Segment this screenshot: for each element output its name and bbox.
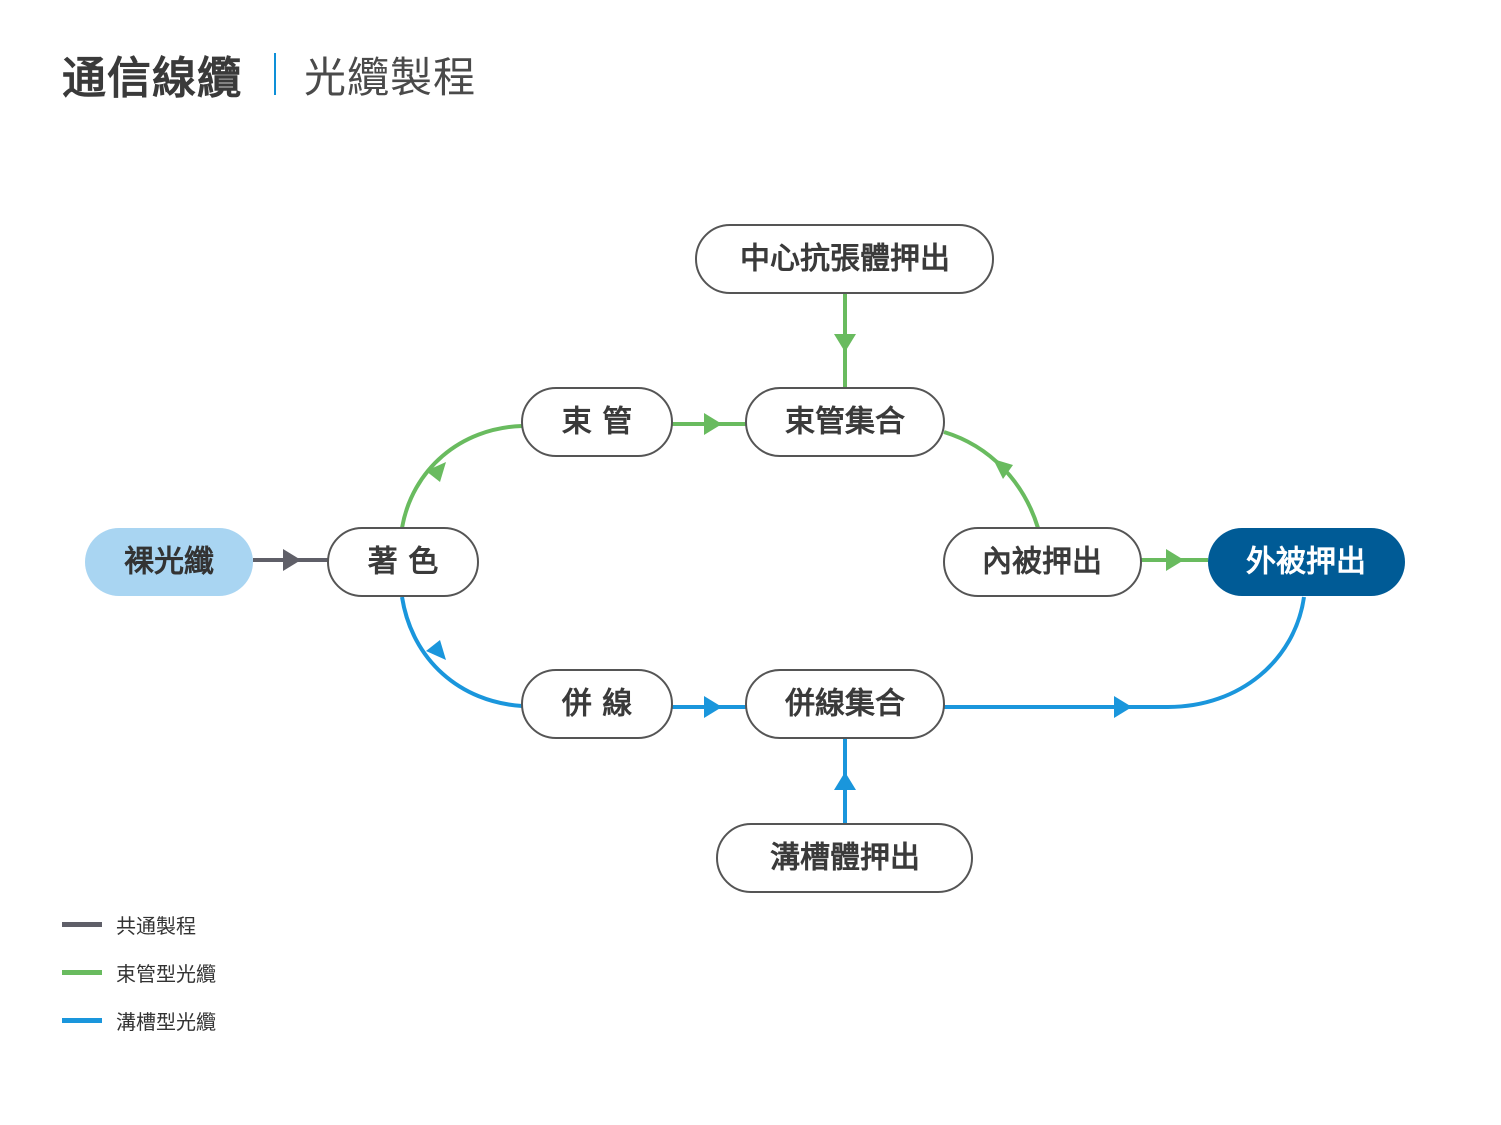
node-label: 束管集合 (785, 405, 905, 440)
node-outer-jacket: 外被押出 (1208, 528, 1405, 596)
node-label: 併 線 (561, 687, 632, 722)
legend-swatch (62, 921, 102, 927)
legend: 共通製程 束管型光纜 溝槽型光纜 (62, 900, 216, 1044)
title-divider (274, 53, 276, 95)
arrow-up-icon (834, 772, 856, 790)
edge-stranding-to-outer (944, 596, 1306, 709)
edge-coloring-to-ribbon (400, 596, 523, 708)
node-label: 束 管 (562, 405, 632, 440)
header: 通信線纜 光纜製程 (62, 44, 477, 105)
arrowheads (283, 334, 1184, 790)
arrow-down-icon (834, 334, 856, 352)
arrow-right-icon (704, 696, 722, 718)
legend-item-bundle: 束管型光纜 (62, 948, 216, 996)
node-bare-fiber: 裸光纖 (85, 528, 253, 596)
edge-coloring-to-tube (400, 424, 523, 529)
node-label: 併線集合 (784, 687, 905, 722)
node-loose-tube: 束 管 (521, 387, 673, 457)
node-label: 內被押出 (982, 545, 1102, 580)
node-coloring: 著 色 (327, 527, 479, 597)
page-title: 通信線纜 (62, 53, 242, 104)
arrow-down-right-icon (426, 640, 446, 660)
node-label: 裸光纖 (124, 545, 214, 580)
legend-item-common: 共通製程 (62, 900, 216, 948)
legend-label: 共通製程 (116, 913, 196, 938)
arrow-right-icon (283, 549, 301, 571)
node-label: 溝槽體押出 (770, 841, 920, 876)
arrow-down-right-icon (993, 459, 1013, 479)
node-label: 中心抗張體押出 (740, 242, 950, 277)
arrow-up-right-icon (426, 462, 446, 482)
node-slot-extrusion: 溝槽體押出 (716, 823, 973, 893)
node-label: 著 色 (368, 545, 438, 580)
node-central-member: 中心抗張體押出 (695, 224, 994, 294)
node-label: 外被押出 (1246, 545, 1366, 580)
node-ribbon: 併 線 (521, 669, 673, 739)
legend-swatch (62, 1017, 102, 1023)
legend-label: 束管型光纜 (116, 961, 216, 986)
node-tube-stranding: 束管集合 (745, 387, 945, 457)
arrow-right-icon (1166, 549, 1184, 571)
arrow-right-icon (704, 413, 722, 435)
node-ribbon-stranding: 併線集合 (745, 669, 945, 739)
edge-stranding-to-inner (943, 430, 1040, 529)
arrow-right-icon (1114, 696, 1132, 718)
legend-item-groove: 溝槽型光纜 (62, 996, 216, 1044)
legend-swatch (62, 969, 102, 975)
legend-label: 溝槽型光纜 (116, 1009, 216, 1034)
page-subtitle: 光纜製程 (304, 52, 477, 102)
node-inner-jacket: 內被押出 (943, 527, 1142, 597)
